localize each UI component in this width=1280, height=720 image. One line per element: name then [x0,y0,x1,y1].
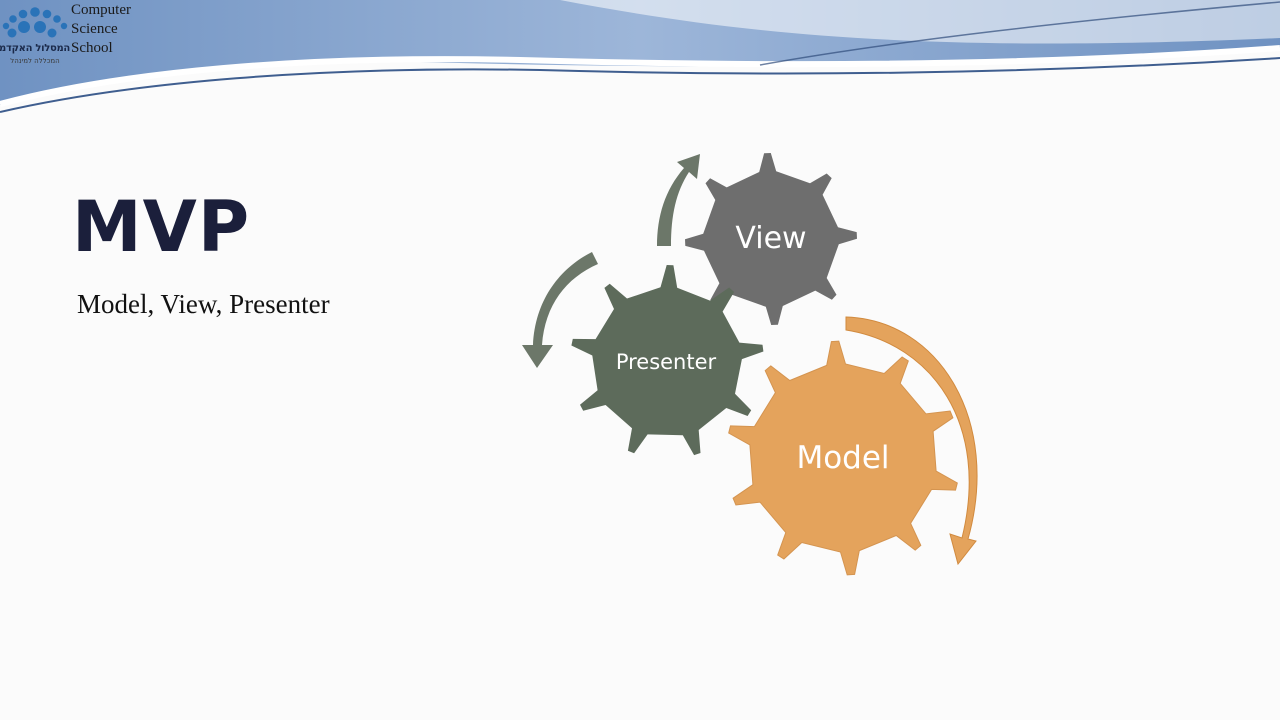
logo-hebrew-subtitle: המכללה למינהל [10,57,60,65]
model-loop-arrow [845,316,978,566]
view-gear-label: View [735,221,806,256]
logo-line-computer: Computer [71,2,131,18]
logo-school-name: Computer Science School [71,1,131,58]
presenter-gear [571,265,764,456]
logo-dots-icon [2,7,68,38]
view-gear [685,153,857,325]
logo-line-school: School [71,40,113,56]
logo-line-science: Science [71,21,118,37]
presenter-gear-label: Presenter [616,350,717,374]
logo-hebrew-name: המסלול האקדמי [0,43,70,54]
school-logo[interactable]: המסלול האקדמי המכללה למינהל Computer Sci… [0,0,160,72]
slide-subtitle: Model, View, Presenter [77,289,330,319]
model-gear-label: Model [796,440,889,476]
presenter-loop-arrow [522,252,598,368]
header-banner [0,0,1280,113]
model-gear [728,340,958,576]
presenter-to-view-arrow [657,154,700,246]
slide-title: MVP [72,186,251,268]
